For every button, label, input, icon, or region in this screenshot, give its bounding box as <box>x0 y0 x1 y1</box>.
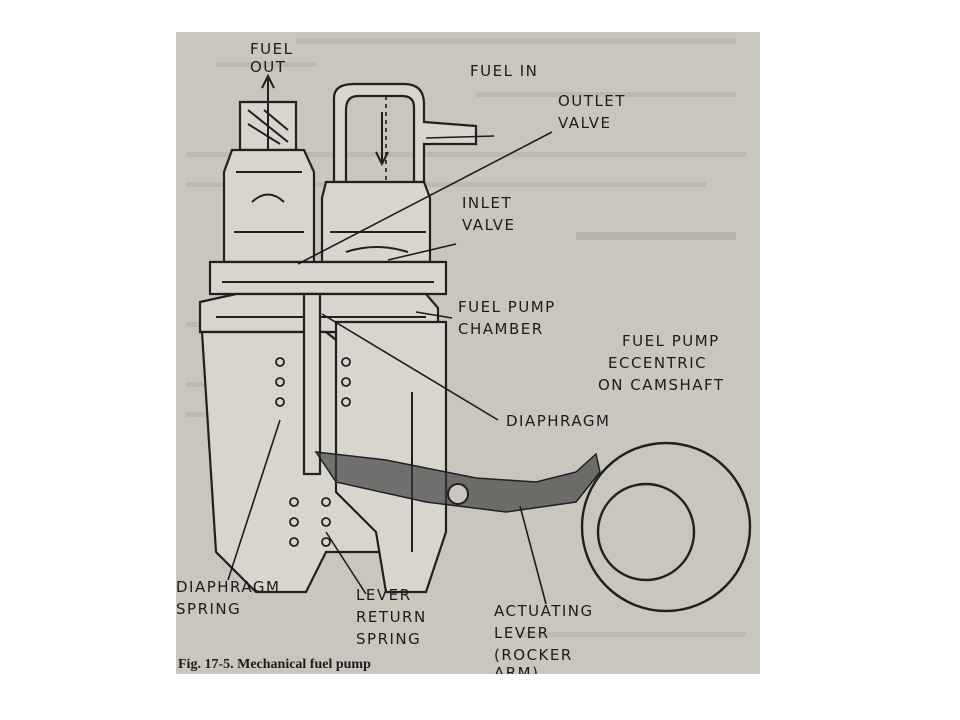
label-inlet-valve-2: VALVE <box>462 216 516 234</box>
label-outlet-valve-2: VALVE <box>558 114 612 132</box>
label-lever-return-spring-1: LEVER <box>356 586 412 604</box>
label-fuel-out-1: FUEL <box>250 40 293 58</box>
label-actuating-lever-3: (ROCKER <box>494 646 573 664</box>
fuel-pump-diagram: FUEL OUT FUEL IN OUTLET VALVE INLET VALV… <box>176 38 752 674</box>
label-fuel-pump-chamber-2: CHAMBER <box>458 320 544 338</box>
label-actuating-lever-2: LEVER <box>494 624 550 642</box>
label-lever-return-spring-3: SPRING <box>356 630 421 648</box>
label-fuel-pump-chamber-1: FUEL PUMP <box>458 298 556 316</box>
label-actuating-lever-4: ARM) <box>494 664 539 674</box>
label-inlet-valve-1: INLET <box>462 194 512 212</box>
figure-caption: Fig. 17-5. Mechanical fuel pump <box>178 657 371 672</box>
label-eccentric-1: FUEL PUMP <box>622 332 720 350</box>
label-outlet-valve-1: OUTLET <box>558 92 626 110</box>
label-fuel-in: FUEL IN <box>470 62 538 80</box>
label-fuel-out-2: OUT <box>250 58 286 76</box>
label-diaphragm-spring-2: SPRING <box>176 600 241 618</box>
pump-body <box>198 73 752 613</box>
label-diaphragm: DIAPHRAGM <box>506 412 610 430</box>
label-diaphragm-spring-1: DIAPHRAGM <box>176 578 280 596</box>
label-actuating-lever-1: ACTUATING <box>494 602 594 620</box>
label-lever-return-spring-2: RETURN <box>356 608 427 626</box>
leader-lines <box>227 131 553 605</box>
label-eccentric-3: ON CAMSHAFT <box>598 376 725 394</box>
label-eccentric-2: ECCENTRIC <box>608 354 707 372</box>
diagram-photo: FUEL OUT FUEL IN OUTLET VALVE INLET VALV… <box>176 32 760 674</box>
